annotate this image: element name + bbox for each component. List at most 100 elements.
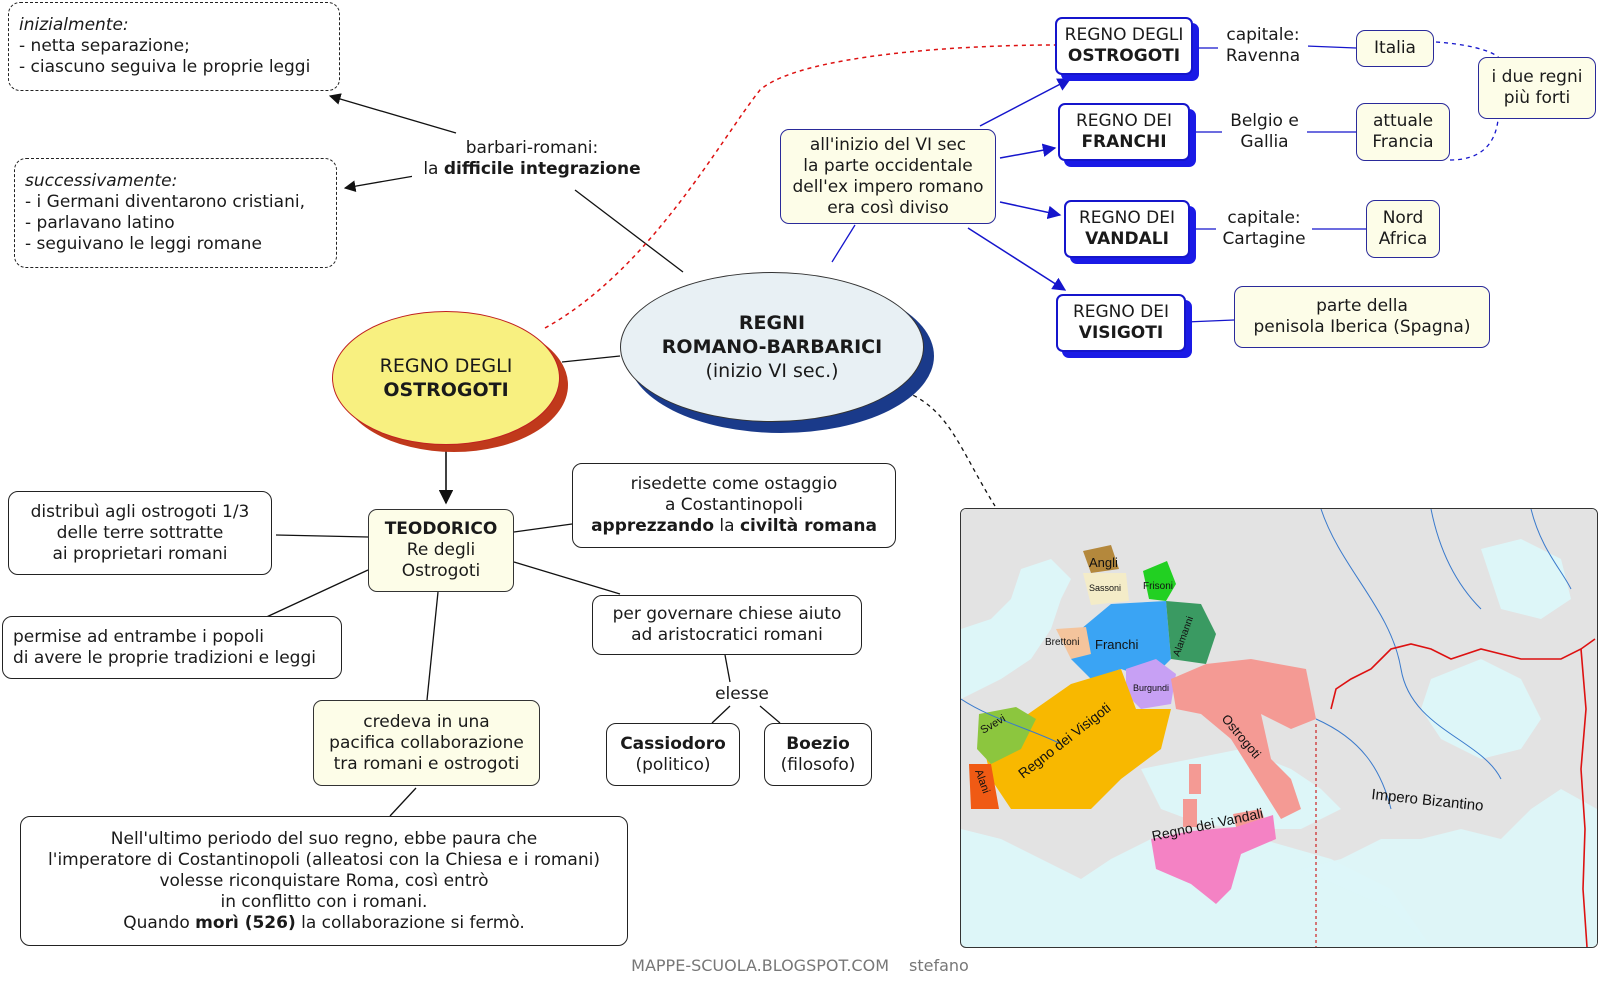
europe-map: Angli Sassoni Frisoni Brettoni Franchi A… — [960, 508, 1598, 948]
teodorico-box: TEODORICO Re degli Ostrogoti — [368, 509, 514, 592]
kingdom-label: REGNO DEI — [1075, 111, 1173, 131]
kingdom-name: FRANCHI — [1081, 132, 1167, 152]
map-label: Franchi — [1095, 637, 1138, 652]
collab-line: pacifica collaborazione — [329, 732, 524, 753]
integration-emphasis: difficile integrazione — [443, 159, 641, 179]
initially-box: inizialmente: - netta separazione; - cia… — [8, 2, 340, 91]
ostrogoti-line1: REGNO DEGLI — [379, 355, 513, 377]
division-line: dell'ex impero romano — [792, 176, 984, 197]
footer-author: stefano — [909, 956, 969, 975]
kingdom-label: REGNO DEGLI — [1064, 25, 1184, 45]
italia-box: Italia — [1356, 30, 1434, 67]
govern-line: ad aristocratici romani — [631, 625, 823, 645]
central-title: REGNI — [738, 312, 806, 334]
hostage-line: a Costantinopoli — [664, 495, 803, 515]
kingdom-vandali: REGNO DEI VANDALI — [1064, 200, 1190, 258]
govern-line: per governare chiese aiuto — [612, 604, 842, 624]
hostage-emph: apprezzando — [591, 516, 714, 536]
initially-item: - netta separazione; — [19, 36, 190, 56]
ending-part: la collaborazione si fermò. — [295, 912, 525, 933]
collab-box: credeva in una pacifica collaborazione t… — [313, 700, 540, 786]
kingdom-visigoti: REGNO DEI VISIGOTI — [1056, 294, 1186, 352]
map-label: Frisoni — [1143, 581, 1173, 592]
map-drawing: Angli Sassoni Frisoni Brettoni Franchi A… — [961, 509, 1597, 947]
central-subtitle: (inizio VI sec.) — [705, 360, 839, 382]
division-box: all'inizio del VI sec la parte occidenta… — [780, 129, 996, 224]
footer-site: MAPPE-SCUOLA.BLOGSPOT.COM — [631, 956, 889, 975]
ostrogoti-capital: capitale:Ravenna — [1218, 25, 1308, 67]
place-line: Nord — [1382, 208, 1424, 228]
initially-item: - ciascuno seguiva le proprie leggi — [19, 57, 311, 77]
later-title: successivamente: — [25, 171, 178, 191]
ending-box: Nell'ultimo periodo del suo regno, ebbe … — [20, 816, 628, 946]
info-line: parte della — [1316, 296, 1408, 316]
teodorico-title: Re degli — [406, 540, 476, 560]
kingdom-ostrogoti: REGNO DEGLI OSTROGOTI — [1055, 17, 1193, 75]
central-title: ROMANO-BARBARICI — [661, 336, 883, 358]
map-label: Burgundi — [1133, 683, 1169, 693]
ending-part: Quando — [123, 912, 196, 933]
division-line: all'inizio del VI sec — [809, 134, 967, 155]
collab-line: tra romani e ostrogoti — [333, 753, 520, 774]
ending-line: volesse riconquistare Roma, così entrò — [159, 870, 489, 891]
map-label: Sassoni — [1089, 583, 1121, 593]
central-topic: REGNI ROMANO-BARBARICI (inizio VI sec.) — [620, 272, 924, 422]
info-line: capitale: — [1226, 25, 1300, 45]
info-line: Ravenna — [1225, 46, 1301, 66]
distribution-box: distribuì agli ostrogoti 1/3 delle terre… — [8, 491, 272, 575]
ending-death: morì (526) — [195, 912, 296, 933]
ending-line: in conflitto con i romani. — [220, 891, 428, 912]
strongest-box: i due regni più forti — [1478, 57, 1596, 119]
ostrogoti-topic: REGNO DEGLI OSTROGOTI — [332, 311, 560, 445]
strongest-line: più forti — [1503, 88, 1571, 108]
boezio-name: Boezio — [786, 733, 850, 754]
info-line: Cartagine — [1222, 229, 1306, 249]
cassiodoro-name: Cassiodoro — [620, 733, 726, 754]
elesse-label: elesse — [705, 684, 779, 705]
distribution-line: delle terre sottratte — [56, 522, 224, 543]
later-item: - parlavano latino — [25, 213, 175, 233]
distribution-line: distribuì agli ostrogoti 1/3 — [30, 501, 250, 522]
kingdom-label: REGNO DEI — [1078, 208, 1176, 228]
info-line: Belgio e — [1230, 111, 1299, 131]
teodorico-name: TEODORICO — [384, 519, 498, 539]
map-label: Brettoni — [1045, 637, 1079, 648]
integration-label: barbari-romani: la difficile integrazion… — [412, 138, 652, 180]
info-line: Gallia — [1240, 132, 1289, 152]
info-line: capitale: — [1227, 208, 1301, 228]
traditions-line: di avere le proprie tradizioni e leggi — [13, 647, 316, 668]
initially-title: inizialmente: — [19, 15, 129, 35]
hostage-line: risedette come ostaggio — [630, 474, 838, 494]
boezio-box: Boezio (filosofo) — [764, 723, 872, 786]
vandali-capital: capitale:Cartagine — [1216, 208, 1312, 250]
place-line: Francia — [1372, 132, 1434, 152]
ostrogoti-line2: OSTROGOTI — [383, 379, 509, 401]
later-item: - i Germani diventarono cristiani, — [25, 192, 305, 212]
later-item: - seguivano le leggi romane — [25, 234, 262, 254]
place-line: Africa — [1378, 229, 1428, 249]
division-line: la parte occidentale — [803, 155, 973, 176]
footer: MAPPE-SCUOLA.BLOGSPOT.COM stefano — [0, 956, 1600, 975]
traditions-line: permise ad entrambe i popoli — [13, 626, 265, 647]
later-box: successivamente: - i Germani diventarono… — [14, 158, 337, 268]
kingdom-label: REGNO DEI — [1072, 302, 1170, 322]
hostage-emph: civiltà romana — [739, 516, 877, 536]
kingdom-franchi: REGNO DEI FRANCHI — [1058, 103, 1190, 161]
integration-line1: barbari-romani: — [465, 138, 599, 158]
kingdom-name: VISIGOTI — [1078, 323, 1164, 343]
map-label: Angli — [1089, 555, 1118, 570]
kingdom-name: OSTROGOTI — [1067, 46, 1181, 66]
collab-line: credeva in una — [363, 711, 490, 732]
integration-prefix: la — [423, 159, 444, 179]
cassiodoro-box: Cassiodoro (politico) — [606, 723, 740, 786]
strongest-line: i due regni — [1491, 67, 1583, 87]
ending-line: l'imperatore di Costantinopoli (alleatos… — [48, 849, 600, 870]
teodorico-title: Ostrogoti — [401, 561, 481, 581]
govern-box: per governare chiese aiuto ad aristocrat… — [592, 595, 862, 655]
place-line: attuale — [1372, 111, 1434, 131]
